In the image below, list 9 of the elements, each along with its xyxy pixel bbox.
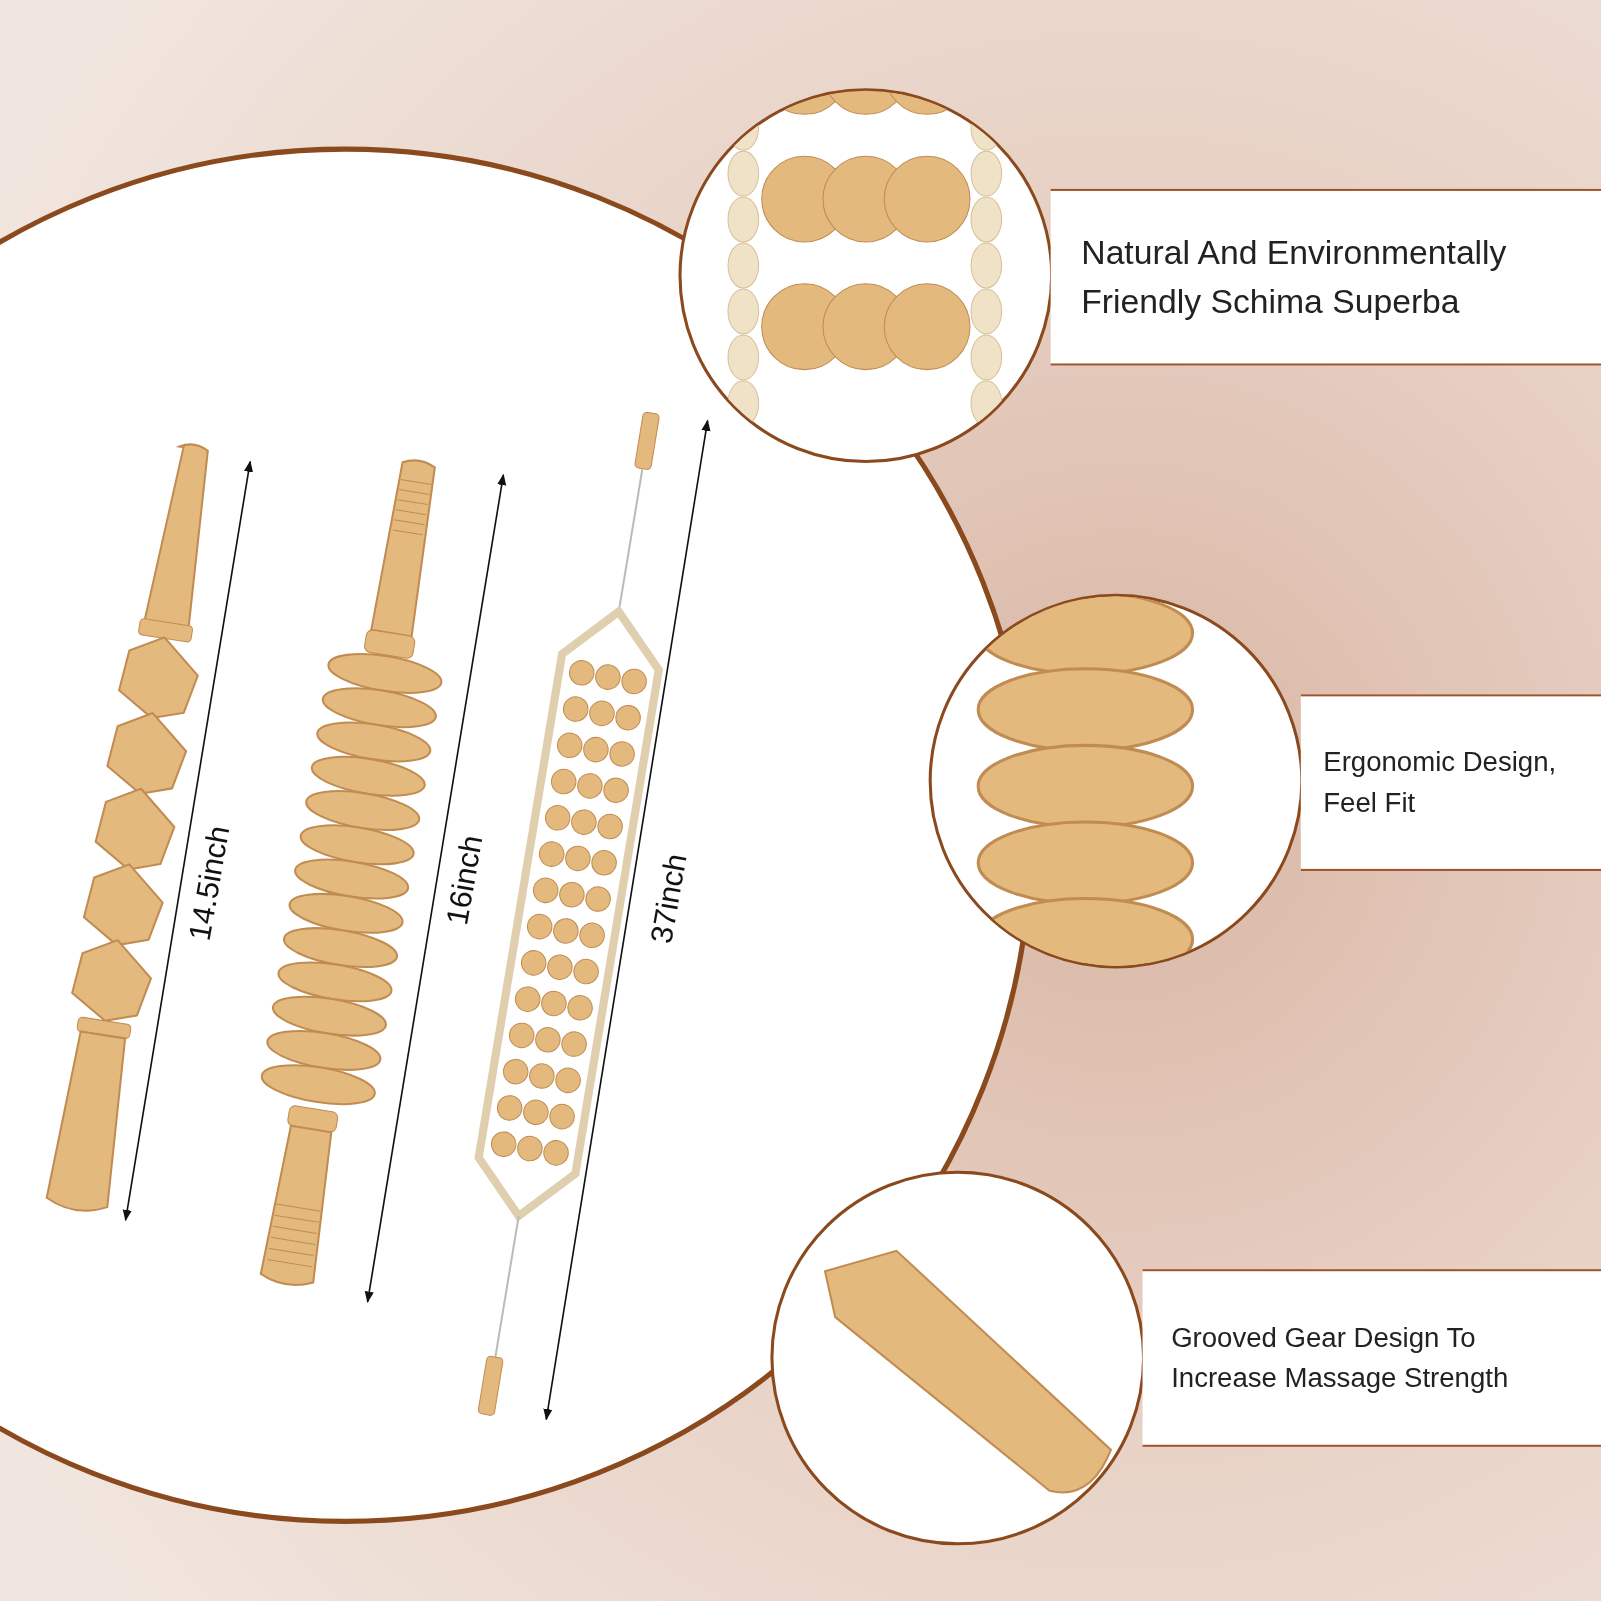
feature-text: Natural And Environmentally Friendly Schima Superba (1081, 232, 1508, 323)
dimension-label: 37inch (643, 851, 694, 946)
feature-text: Ergonomic Design, Feel Fit (1323, 745, 1558, 820)
text-band (1050, 188, 1601, 366)
dimension-label: 14.5inch (182, 823, 237, 944)
text-band (1300, 694, 1601, 871)
feature-text: Grooved Gear Design To Increase Massage Strength (1171, 1321, 1510, 1395)
dimension-label: 16inch (439, 832, 490, 928)
text-band (1142, 1269, 1601, 1447)
